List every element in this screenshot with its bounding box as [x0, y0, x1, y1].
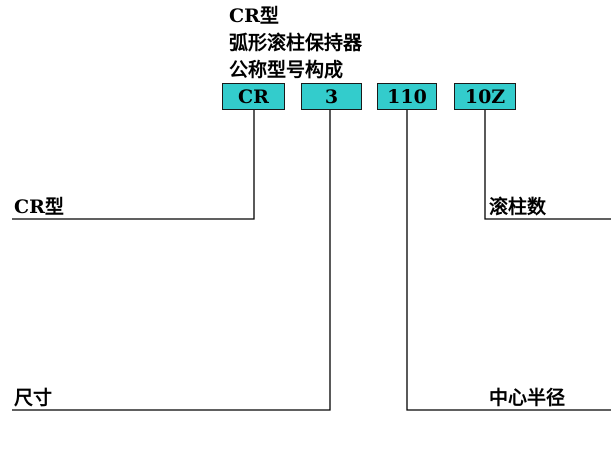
label-cr-type: CR型 [14, 196, 64, 218]
label-center-radius: 中心半径 [489, 387, 566, 409]
connector-size [12, 110, 331, 411]
code-box-cr: CR [222, 83, 285, 110]
label-size: 尺寸 [14, 387, 53, 409]
title-line-2: 弧形滚柱保持器 [229, 32, 363, 54]
connector-radius [406, 110, 611, 411]
label-roller-count: 滚柱数 [489, 196, 547, 218]
code-box-size: 3 [301, 83, 362, 110]
code-box-radius: 110 [377, 83, 437, 110]
connector-cr [12, 110, 255, 220]
connector-rollers [484, 110, 611, 220]
title-line-3: 公称型号构成 [229, 59, 344, 81]
title-line-1: CR型 [229, 5, 279, 27]
code-box-rollers: 10Z [454, 83, 516, 110]
